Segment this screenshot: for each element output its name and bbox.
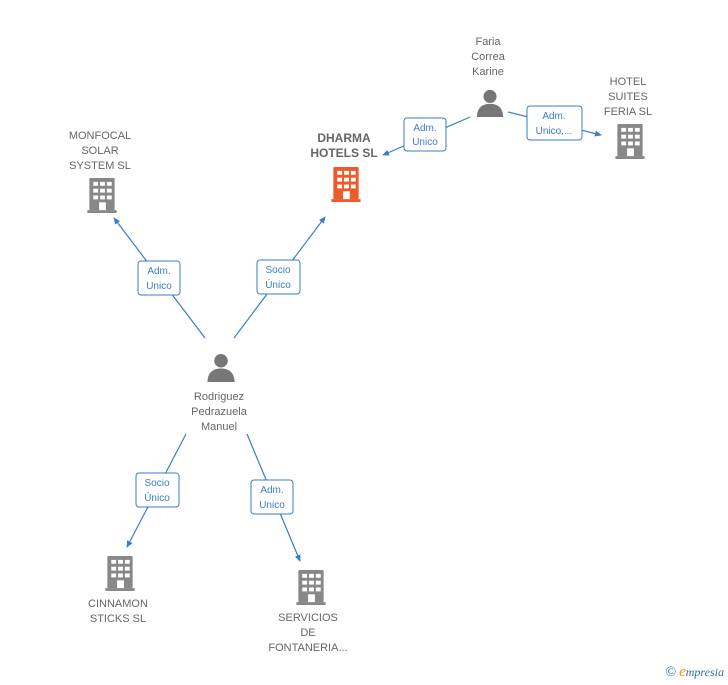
node-label-line: SUITES bbox=[608, 91, 648, 103]
node-label-line: HOTELS SL bbox=[310, 146, 377, 160]
node-label-line: Pedrazuela bbox=[191, 406, 248, 418]
edge-label-line: Socio bbox=[265, 265, 290, 276]
node-label-line: FERIA SL bbox=[604, 106, 652, 118]
copyright-icon: © bbox=[665, 665, 677, 680]
node-label-line: STICKS SL bbox=[90, 613, 146, 625]
edge-label-faria-hotel[interactable]: Adm. Unico,... bbox=[526, 105, 583, 141]
edge-label-line: Adm. bbox=[413, 123, 436, 134]
building-icon bbox=[87, 178, 117, 213]
edge-label-line: Socio bbox=[144, 478, 169, 489]
empresia-logo[interactable]: © empresia bbox=[665, 664, 724, 681]
edge-label-rodriguez-cinnamon[interactable]: Socio Único bbox=[135, 472, 180, 508]
edge-label-rodriguez-servicios[interactable]: Adm. Unico bbox=[250, 479, 294, 515]
building-icon bbox=[615, 124, 645, 159]
node-cinnamon-sticks[interactable]: CINNAMON STICKS SL bbox=[88, 556, 148, 625]
edge-label-faria-dharma[interactable]: Adm. Unico bbox=[403, 117, 447, 152]
brand-name: mpresia bbox=[685, 665, 724, 679]
node-rodriguez-pedrazuela-manuel[interactable]: Rodriguez Pedrazuela Manuel bbox=[191, 353, 248, 433]
brand-initial: e bbox=[679, 664, 686, 680]
edge-label-line: Único bbox=[265, 278, 291, 291]
node-dharma-hotels[interactable]: DHARMA HOTELS SL bbox=[310, 131, 378, 202]
building-icon bbox=[296, 570, 326, 605]
edge-label-line: Unico bbox=[259, 500, 285, 511]
node-label-line: MONFOCAL bbox=[69, 130, 131, 142]
node-label-line: Karine bbox=[472, 66, 504, 78]
edge-label-line: Unico,... bbox=[536, 126, 573, 137]
person-icon bbox=[207, 353, 235, 382]
edge-label-line: Adm. bbox=[260, 485, 283, 496]
node-label-line: Faria bbox=[475, 36, 501, 48]
node-label-line: SOLAR bbox=[81, 145, 118, 157]
node-faria-correa-karine[interactable]: Faria Correa Karine bbox=[471, 36, 506, 117]
edge-label-line: Unico bbox=[146, 281, 172, 292]
node-hotel-suites-feria[interactable]: HOTEL SUITES FERIA SL bbox=[604, 76, 652, 159]
node-monfocal-solar-system[interactable]: MONFOCAL SOLAR SYSTEM SL bbox=[69, 130, 131, 213]
node-label-line: Correa bbox=[471, 51, 506, 63]
edge-label-line: Unico bbox=[412, 137, 438, 148]
building-icon bbox=[105, 556, 135, 591]
edge-label-line: Único bbox=[144, 491, 170, 504]
node-label-line: Manuel bbox=[201, 421, 237, 433]
node-label-line: CINNAMON bbox=[88, 598, 148, 610]
node-label-line: SYSTEM SL bbox=[69, 160, 131, 172]
edge-label-line: Adm. bbox=[147, 266, 170, 277]
node-label-line: HOTEL bbox=[610, 76, 647, 88]
edge-label-rodriguez-dharma[interactable]: Socio Único bbox=[256, 259, 301, 295]
node-label-line: Rodriguez bbox=[194, 391, 244, 403]
building-icon bbox=[331, 167, 361, 202]
node-label-line: DE bbox=[300, 627, 315, 639]
node-servicios-de-fontaneria[interactable]: SERVICIOS DE FONTANERIA... bbox=[268, 570, 348, 654]
edge-label-line: Adm. bbox=[542, 111, 565, 122]
edge-label-rodriguez-monfocal[interactable]: Adm. Unico bbox=[137, 260, 181, 296]
node-label-line: FONTANERIA... bbox=[268, 642, 347, 654]
node-label-line: SERVICIOS bbox=[278, 612, 338, 624]
node-label-line: DHARMA bbox=[317, 131, 371, 145]
person-icon bbox=[476, 89, 504, 117]
